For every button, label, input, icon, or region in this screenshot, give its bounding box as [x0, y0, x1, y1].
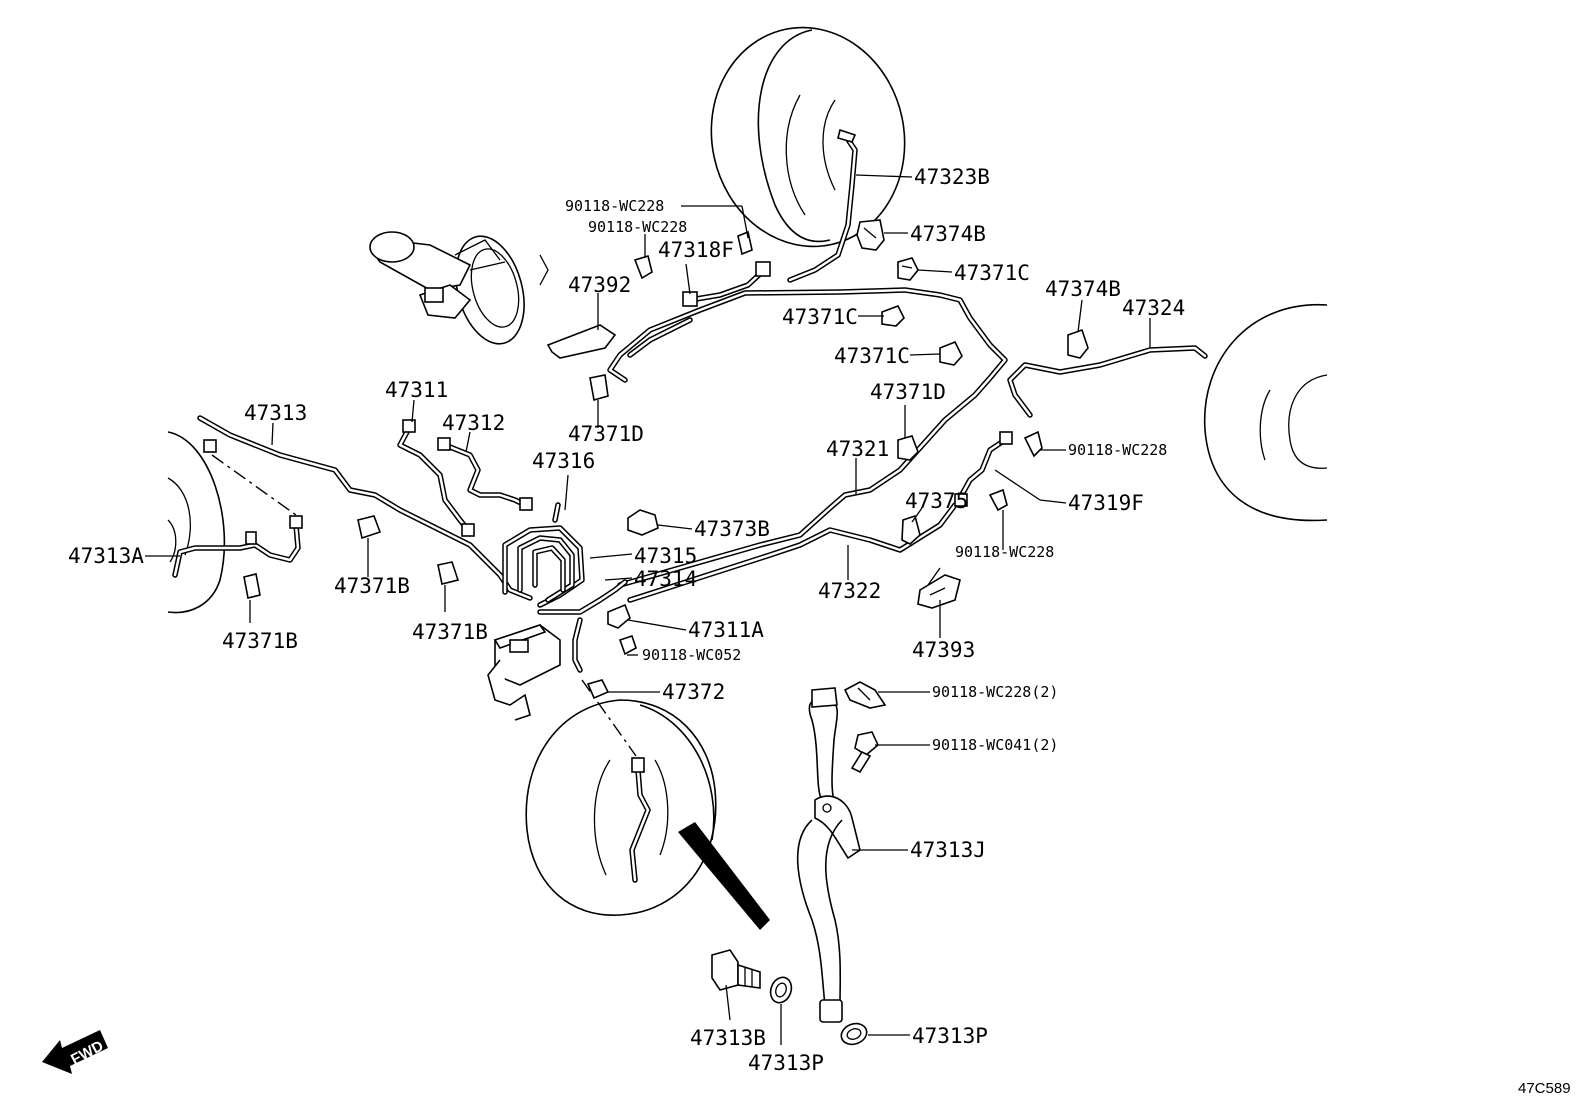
label-47313J: 47313J — [910, 838, 986, 862]
label-47313A: 47313A — [68, 544, 144, 568]
clamp-47371C-b — [881, 304, 905, 327]
label-47371D-b: 47371D — [568, 422, 644, 446]
bracket-47393 — [917, 567, 961, 609]
flex-hose-47313J — [796, 687, 861, 1023]
label-47313B: 47313B — [690, 1026, 766, 1050]
abs-actuator — [487, 624, 561, 721]
label-47321: 47321 — [826, 437, 889, 461]
clamp-47371B-a — [357, 515, 382, 540]
clamp-47371B-b — [437, 561, 460, 585]
label-47313P-a: 47313P — [748, 1051, 824, 1075]
label-47392: 47392 — [568, 273, 631, 297]
label-47372: 47372 — [662, 680, 725, 704]
label-90118-WC228-d: 90118-WC228 — [955, 543, 1054, 561]
label-47313P-b: 47313P — [912, 1024, 988, 1048]
washer-47313P-b — [840, 1022, 868, 1046]
bracket-47392 — [546, 324, 617, 359]
bolt-47313B — [711, 949, 761, 991]
union-47311A — [607, 603, 631, 629]
clip-90118-WC228-c — [1023, 430, 1043, 458]
label-90118-WC228-a: 90118-WC228 — [565, 197, 664, 215]
label-47312: 47312 — [442, 411, 505, 435]
reference-code: 47C589 — [1518, 1080, 1571, 1097]
clamp-47374B-b — [1067, 328, 1089, 359]
brake-pipe-47311 — [397, 419, 475, 537]
label-47371B-c: 47371B — [222, 629, 298, 653]
label-47375: 47375 — [905, 489, 968, 513]
label-90118-WC052: 90118-WC052 — [642, 646, 741, 664]
clip-90118-WC228-d — [988, 488, 1008, 512]
clip-47372 — [586, 679, 610, 700]
brake-booster-master-cylinder — [369, 231, 549, 345]
clamp-47371C-c — [939, 340, 963, 366]
label-47318F: 47318F — [658, 238, 734, 262]
label-47371D-a: 47371D — [870, 380, 946, 404]
label-47373B: 47373B — [694, 517, 770, 541]
label-47374B-a: 47374B — [910, 222, 986, 246]
label-47315: 47315 — [634, 544, 697, 568]
wheel-left — [167, 431, 226, 614]
flex-hose-47318F — [627, 261, 771, 358]
label-47311A: 47311A — [688, 618, 764, 642]
label-90118-WC041-2: 90118-WC041(2) — [932, 736, 1058, 754]
wheel-right — [1203, 304, 1328, 522]
flex-hose-front-right — [581, 679, 770, 930]
label-47371C-c: 47371C — [834, 344, 910, 368]
label-47324: 47324 — [1122, 296, 1185, 320]
wheel-top — [710, 26, 906, 248]
label-47371B-b: 47371B — [412, 620, 488, 644]
clamp-47375 — [901, 514, 921, 545]
clamp-47374B-a — [856, 219, 885, 251]
fwd-arrow-icon: FWD — [42, 1030, 108, 1074]
label-47311: 47311 — [385, 378, 448, 402]
brake-pipe-47321 — [607, 287, 1008, 588]
brake-pipe-47312 — [437, 437, 533, 511]
brake-pipe-47322 — [627, 502, 958, 603]
clamp-47371D-b — [589, 374, 609, 402]
washer-47313P-a — [769, 976, 793, 1004]
brake-pipe-bundle-47315 — [502, 502, 585, 608]
clip-90118-WC228-2 — [843, 681, 887, 709]
label-47371C-a: 47371C — [954, 261, 1030, 285]
brake-pipe-47324 — [1007, 345, 1208, 418]
brake-pipe-47314 — [537, 579, 628, 673]
label-47323B: 47323B — [914, 165, 990, 189]
label-90118-WC228-b: 90118-WC228 — [588, 218, 687, 236]
label-47322: 47322 — [818, 579, 881, 603]
label-90118-WC228-2: 90118-WC228(2) — [932, 683, 1058, 701]
label-47319F: 47319F — [1068, 491, 1144, 515]
label-47314: 47314 — [634, 567, 697, 591]
label-47313: 47313 — [244, 401, 307, 425]
label-90118-WC228-c: 90118-WC228 — [1068, 441, 1167, 459]
leader-lines — [145, 174, 1151, 1045]
wheel-bottom — [525, 699, 717, 916]
flex-hose-47319F — [954, 431, 1013, 507]
bolt-90118-WC041-2 — [850, 731, 879, 774]
label-47374B-b: 47374B — [1045, 277, 1121, 301]
label-47371C-b: 47371C — [782, 305, 858, 329]
label-47371B-a: 47371B — [334, 574, 410, 598]
label-47393: 47393 — [912, 638, 975, 662]
flex-hose-47313A — [172, 454, 303, 578]
clamp-47371B-c — [243, 573, 261, 599]
part-labels: 47323B 90118-WC228 90118-WC228 47374B 47… — [68, 165, 1185, 1075]
clamp-47371D-a — [897, 435, 919, 461]
bolt-90118-WC052 — [618, 634, 637, 656]
brake-pipe-47323B — [787, 128, 858, 283]
bracket-47373B — [627, 509, 659, 536]
brake-pipe-47313 — [197, 415, 533, 601]
label-47316: 47316 — [532, 449, 595, 473]
clamp-47371C-a — [897, 257, 919, 281]
